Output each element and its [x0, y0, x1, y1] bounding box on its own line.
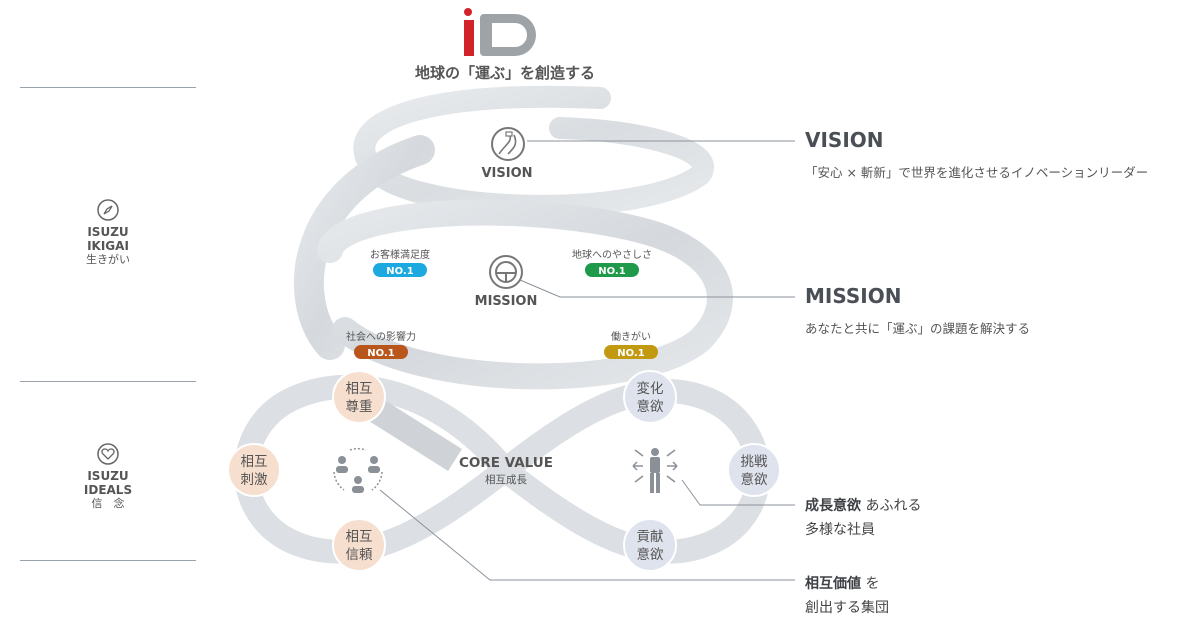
- steering-wheel-icon: [489, 255, 523, 289]
- growth-note: 成長意欲 あふれる 多様な社員: [805, 494, 921, 542]
- logo-i-stem: [464, 20, 474, 56]
- vision-desc: 「安心 × 斬新」で世界を進化させるイノベーションリーダー: [805, 165, 1149, 180]
- left-circle-1-l1: 相互: [346, 381, 373, 397]
- left-circle-1: 相互 尊重: [332, 370, 386, 424]
- left-circle-3-l2: 信頼: [346, 547, 373, 563]
- left-circle-2-l2: 刺激: [241, 472, 268, 488]
- growth-rest: あふれる: [861, 498, 922, 514]
- right-circle-2: 挑戦 意欲: [727, 443, 781, 497]
- leader-lines: [379, 140, 795, 581]
- ikigai-line2: IKIGAI: [87, 239, 129, 253]
- ideals-line1: ISUZU: [87, 469, 129, 483]
- badge-1: お客様満足度 NO.1: [370, 248, 430, 277]
- left-circle-3-l1: 相互: [346, 529, 373, 545]
- divider-middle: [20, 381, 196, 382]
- badge-pill: [354, 345, 408, 359]
- logo-i: [464, 8, 472, 16]
- badge-pill: [373, 263, 427, 277]
- left-circle-2: 相互 刺激: [227, 443, 281, 497]
- ikigai-jp: 生きがい: [86, 253, 130, 266]
- mutual-line2: 創出する集団: [805, 600, 889, 616]
- road-icon: [491, 127, 525, 161]
- mutual-bold: 相互価値: [805, 576, 861, 592]
- ideals-block: ISUZU IDEALS 信 念: [20, 442, 196, 511]
- right-circle-3-l1: 貢献: [637, 529, 664, 545]
- left-circle-3: 相互 信頼: [332, 518, 386, 572]
- badge-caption: 社会への影響力: [346, 330, 416, 343]
- badge-pill: [604, 345, 658, 359]
- right-circle-1-l2: 意欲: [637, 398, 664, 415]
- left-circle-1-l2: 尊重: [346, 399, 373, 415]
- badge-pill: [585, 263, 639, 277]
- person-arrows-icon: [632, 448, 678, 493]
- logo-d: [480, 14, 536, 56]
- badge-text: NO.1: [598, 266, 625, 277]
- right-circle-3-l2: 意欲: [637, 546, 664, 563]
- growth-bold: 成長意欲: [805, 498, 861, 514]
- spiral-ribbon: [293, 85, 733, 390]
- right-circle-2-l2: 意欲: [741, 471, 768, 488]
- ideals-line2: IDEALS: [83, 483, 133, 497]
- badge-text: NO.1: [386, 266, 413, 277]
- mutual-note: 相互価値 を 創出する集団: [805, 572, 889, 620]
- tagline: 地球の「運ぶ」を創造する: [414, 64, 595, 82]
- vision-label: VISION: [481, 166, 532, 181]
- divider-top: [20, 87, 196, 88]
- badge-3: 社会への影響力 NO.1: [346, 330, 416, 359]
- ikigai-block: ISUZU IKIGAI 生きがい: [20, 198, 196, 267]
- badge-caption: お客様満足度: [370, 248, 430, 261]
- compass-icon: [97, 199, 119, 221]
- badge-text: NO.1: [367, 348, 394, 359]
- right-circle-2-l1: 挑戦: [741, 454, 769, 470]
- divider-bottom: [20, 560, 196, 561]
- left-circle-2-l1: 相互: [241, 454, 268, 470]
- mission-desc: あなたと共に「運ぶ」の課題を解決する: [805, 321, 1031, 336]
- badge-caption: 働きがい: [611, 330, 651, 343]
- growth-line2: 多様な社員: [805, 522, 875, 538]
- ikigai-line1: ISUZU: [87, 225, 129, 239]
- badge-4: 働きがい NO.1: [604, 330, 658, 359]
- core-value-title: CORE VALUE: [459, 455, 553, 471]
- heart-icon: [97, 443, 119, 465]
- badge-text: NO.1: [617, 348, 644, 359]
- right-circle-1: 変化 意欲: [623, 370, 677, 424]
- right-circle-1-l1: 変化: [637, 380, 664, 397]
- vision-title: VISION: [805, 128, 884, 152]
- logo: [464, 8, 548, 58]
- badge-2: 地球へのやさしさ NO.1: [572, 248, 652, 277]
- mission-label: MISSION: [475, 294, 538, 309]
- badge-group: お客様満足度 NO.1 地球へのやさしさ NO.1 社会への影響力 NO.1 働きがい NO.…: [346, 248, 658, 359]
- right-circle-3: 貢献 意欲: [623, 518, 677, 572]
- mission-title: MISSION: [805, 284, 902, 308]
- mutual-rest: を: [861, 576, 880, 592]
- group-people-icon: [333, 447, 383, 493]
- ideals-jp: 信 念: [91, 497, 125, 510]
- badge-caption: 地球へのやさしさ: [572, 248, 652, 261]
- core-value-sub: 相互成長: [485, 473, 527, 486]
